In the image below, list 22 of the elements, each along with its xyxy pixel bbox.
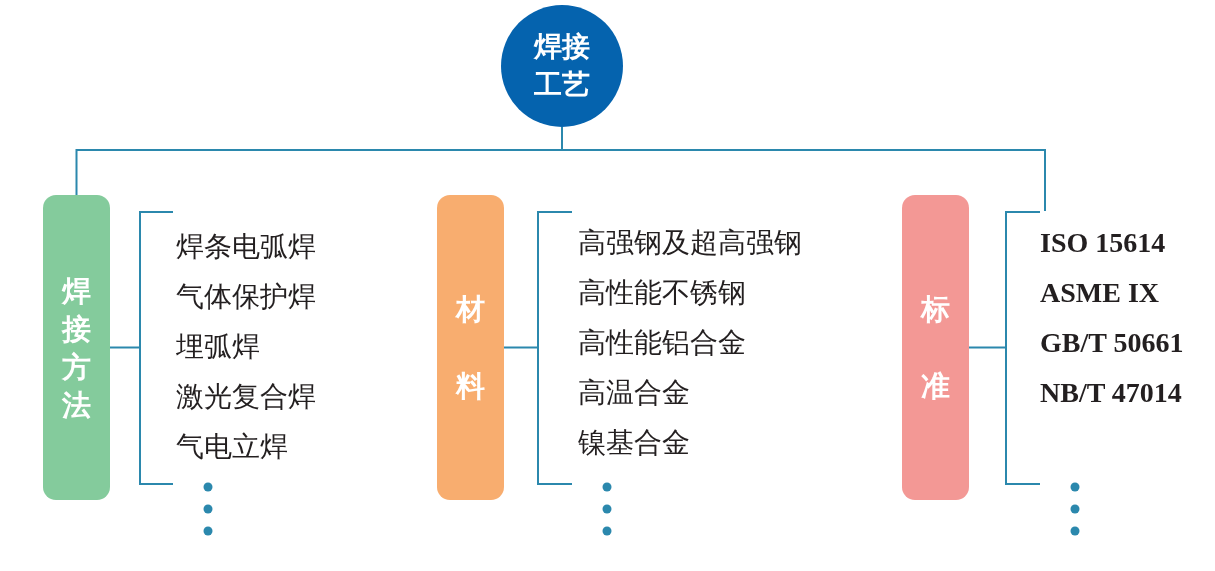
list-item: ASME IX (1040, 279, 1159, 307)
connector-line (968, 346, 1006, 349)
category-box: 焊接方法 (43, 195, 110, 500)
list-item: 激光复合焊 (176, 383, 316, 411)
list-item: ISO 15614 (1040, 229, 1166, 257)
connector-line (109, 346, 140, 349)
category-box: 标准 (902, 195, 969, 500)
list-item: 高温合金 (578, 379, 690, 407)
list-item: NB/T 47014 (1040, 379, 1182, 407)
list-item: 埋弧焊 (176, 333, 260, 361)
connector-line (503, 346, 538, 349)
connector-line (75, 126, 1046, 212)
list-item: 高性能铝合金 (578, 329, 746, 357)
list-item: 高强钢及超高强钢 (578, 229, 802, 257)
topic-circle: 焊接工艺 (501, 5, 623, 127)
category-box: 材料 (437, 195, 504, 500)
list-item: 焊条电弧焊 (176, 233, 316, 261)
list-item: 气电立焊 (176, 433, 288, 461)
list-item: 镍基合金 (578, 429, 690, 457)
list-item: GB/T 50661 (1040, 329, 1184, 357)
list-item: 气体保护焊 (176, 283, 316, 311)
list-item: 高性能不锈钢 (578, 279, 746, 307)
